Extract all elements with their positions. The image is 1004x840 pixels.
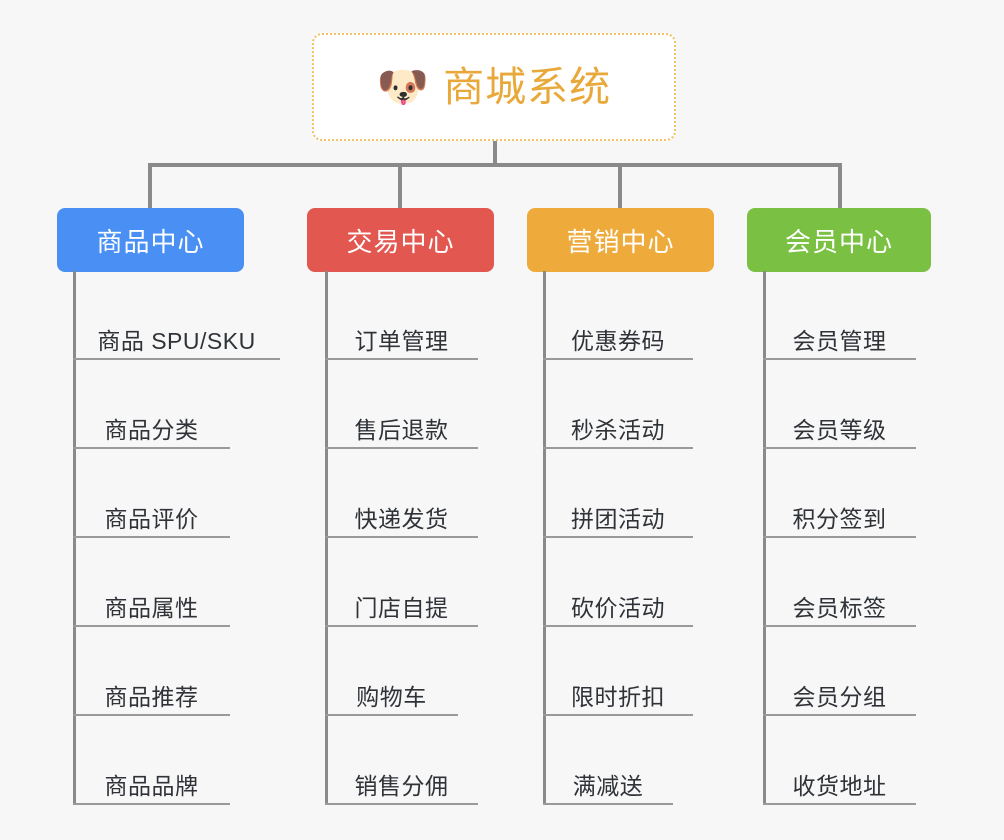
leaf-item-label: 秒杀活动 <box>571 416 665 443</box>
category-label: 商品中心 <box>96 226 205 257</box>
leaf-item[interactable]: 优惠券码 <box>543 271 693 360</box>
leaf-item-label: 会员标签 <box>792 594 887 621</box>
root-node-content: 🐶 商城系统 <box>377 66 611 108</box>
leaf-item-label: 订单管理 <box>354 327 449 354</box>
leaf-item[interactable]: 售后退款 <box>325 360 478 449</box>
leaf-item[interactable]: 收货地址 <box>763 716 916 805</box>
leaf-item[interactable]: 会员分组 <box>763 627 916 716</box>
leaf-item[interactable]: 商品品牌 <box>73 716 230 805</box>
leaf-item-label: 会员管理 <box>792 327 887 354</box>
category-box-2[interactable]: 交易中心 <box>307 208 494 272</box>
connector-drop-1 <box>148 163 152 209</box>
leaf-item[interactable]: 会员等级 <box>763 360 916 449</box>
leaf-item-label: 优惠券码 <box>571 327 665 354</box>
leaf-item-label: 商品属性 <box>104 594 199 621</box>
leaf-item[interactable]: 秒杀活动 <box>543 360 693 449</box>
leaf-item[interactable]: 砍价活动 <box>543 538 693 627</box>
connector-drop-2 <box>398 163 402 209</box>
category-box-4[interactable]: 会员中心 <box>747 208 931 272</box>
leaf-item-label: 满减送 <box>572 772 644 799</box>
leaf-item-label: 门店自提 <box>354 594 449 621</box>
category-box-3[interactable]: 营销中心 <box>527 208 714 272</box>
leaf-item[interactable]: 商品 SPU/SKU <box>73 271 280 360</box>
leaf-item[interactable]: 商品评价 <box>73 449 230 538</box>
leaf-item[interactable]: 商品分类 <box>73 360 230 449</box>
leaf-item-label: 商品分类 <box>104 416 199 443</box>
leaf-item-label: 会员等级 <box>792 416 887 443</box>
leaf-item[interactable]: 门店自提 <box>325 538 478 627</box>
leaf-item[interactable]: 销售分佣 <box>325 716 478 805</box>
leaf-item[interactable]: 会员管理 <box>763 271 916 360</box>
leaf-item-label: 商品 SPU/SKU <box>97 327 256 354</box>
leaf-item-label: 售后退款 <box>354 416 449 443</box>
leaf-item[interactable]: 限时折扣 <box>543 627 693 716</box>
branch-spine <box>325 271 328 805</box>
branch-spine <box>763 271 766 805</box>
leaf-item[interactable]: 购物车 <box>325 627 458 716</box>
leaf-item-label: 商品品牌 <box>104 772 199 799</box>
leaf-item-label: 商品评价 <box>104 505 199 532</box>
leaf-item-label: 砍价活动 <box>571 594 665 621</box>
leaf-item-label: 快递发货 <box>354 505 449 532</box>
leaf-item[interactable]: 满减送 <box>543 716 673 805</box>
leaf-item-label: 拼团活动 <box>571 505 665 532</box>
leaf-item[interactable]: 订单管理 <box>325 271 478 360</box>
connector-drop-3 <box>618 163 622 209</box>
branch-spine <box>73 271 76 805</box>
root-node[interactable]: 🐶 商城系统 <box>312 33 676 141</box>
category-label: 营销中心 <box>566 226 675 257</box>
leaf-item-label: 购物车 <box>356 683 427 710</box>
category-label: 交易中心 <box>346 226 455 257</box>
leaf-item[interactable]: 拼团活动 <box>543 449 693 538</box>
leaf-item[interactable]: 积分签到 <box>763 449 916 538</box>
leaf-item-label: 限时折扣 <box>571 683 665 710</box>
leaf-item-label: 商品推荐 <box>104 683 199 710</box>
leaf-item[interactable]: 快递发货 <box>325 449 478 538</box>
connector-bus-horizontal <box>150 163 840 167</box>
root-title: 商城系统 <box>443 63 612 110</box>
leaf-item-label: 收货地址 <box>792 772 887 799</box>
leaf-item-label: 积分签到 <box>792 505 887 532</box>
leaf-item[interactable]: 商品推荐 <box>73 627 230 716</box>
leaf-item-label: 销售分佣 <box>354 772 449 799</box>
category-label: 会员中心 <box>784 226 893 257</box>
category-box-1[interactable]: 商品中心 <box>57 208 244 272</box>
leaf-item[interactable]: 会员标签 <box>763 538 916 627</box>
branch-spine <box>543 271 546 805</box>
shiba-dog-face-icon: 🐶 <box>376 62 430 111</box>
leaf-item[interactable]: 商品属性 <box>73 538 230 627</box>
connector-trunk-vertical <box>493 141 497 165</box>
leaf-item-label: 会员分组 <box>792 683 887 710</box>
connector-drop-4 <box>838 163 842 209</box>
